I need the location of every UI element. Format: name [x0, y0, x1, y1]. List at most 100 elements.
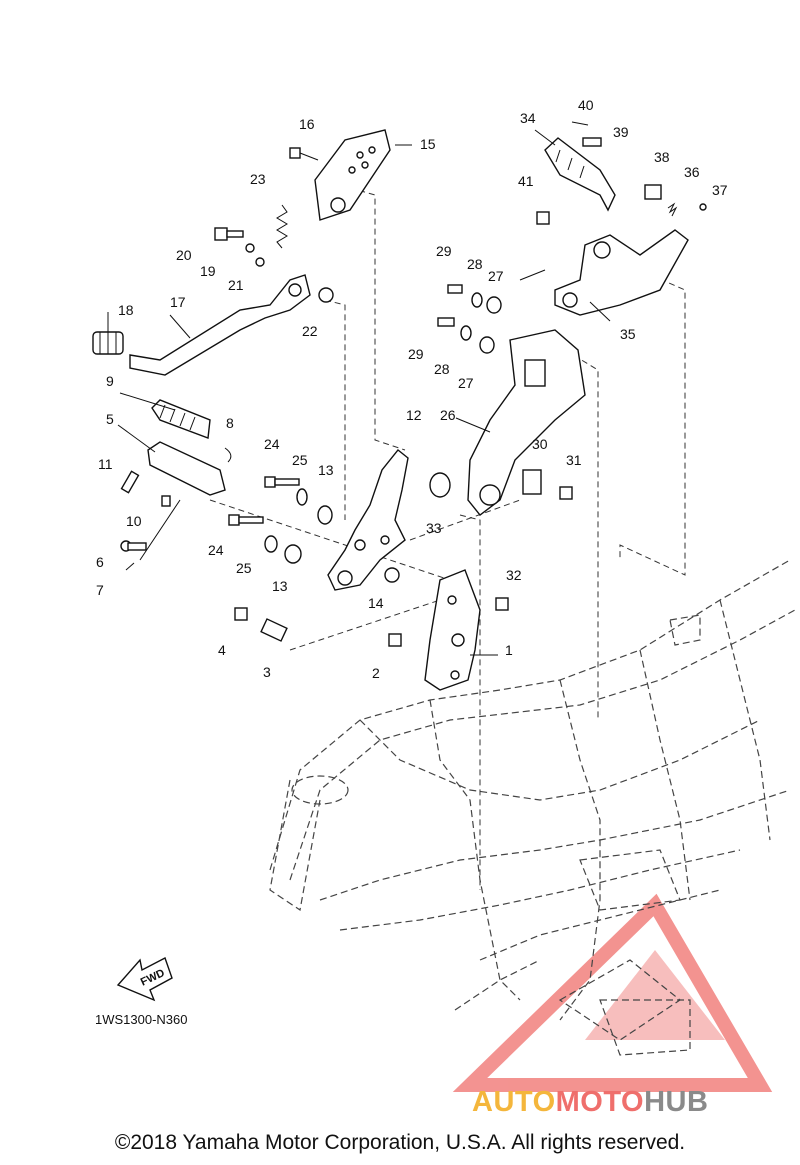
part-28-washer-upper — [471, 292, 483, 308]
part-35-footrest-bracket — [554, 229, 689, 316]
callout-35: 35 — [620, 326, 636, 342]
callout-32: 32 — [506, 567, 522, 583]
callout-9: 9 — [106, 373, 114, 389]
part-21-pin — [255, 257, 265, 267]
callout-15: 15 — [420, 136, 436, 152]
part-25-washer-lower — [264, 535, 278, 553]
callout-25b: 25 — [236, 560, 252, 576]
part-23-spring — [276, 204, 288, 249]
callout-23: 23 — [250, 171, 266, 187]
callout-3: 3 — [263, 664, 271, 680]
part-13-collar-upper — [317, 505, 333, 525]
part-37-ball — [699, 203, 707, 211]
callout-26: 26 — [440, 407, 456, 423]
part-32-bolt — [495, 597, 509, 611]
part-17-brake-pedal — [129, 274, 311, 376]
callout-5: 5 — [106, 411, 114, 427]
callout-17: 17 — [170, 294, 186, 310]
callout-20: 20 — [176, 247, 192, 263]
frame-assembly — [269, 559, 796, 1056]
part-27-bushing-upper — [486, 296, 502, 314]
part-1-plate — [424, 569, 481, 691]
callout-22: 22 — [302, 323, 318, 339]
part-7-cotter — [125, 562, 135, 571]
part-4-bolt — [234, 607, 248, 621]
part-34-footrest — [544, 137, 616, 212]
watermark-part-1: AUTO — [472, 1086, 556, 1118]
callout-36: 36 — [684, 164, 700, 180]
callout-leaders — [107, 129, 611, 656]
callout-29b: 29 — [408, 346, 424, 362]
callout-18: 18 — [118, 302, 134, 318]
part-39-pin — [582, 137, 602, 147]
callout-27b: 27 — [458, 375, 474, 391]
part-2-bolt — [388, 633, 402, 647]
part-27-bushing-lower — [479, 336, 495, 354]
part-25-washer-upper — [296, 488, 308, 506]
part-24-bolt-lower — [228, 514, 264, 526]
part-16-bolt — [289, 147, 319, 161]
callout-40: 40 — [578, 97, 594, 113]
callout-2: 2 — [372, 665, 380, 681]
callout-34: 34 — [520, 110, 536, 126]
callout-13a: 13 — [318, 462, 334, 478]
part-18-pedal-rubber — [92, 331, 124, 355]
part-6-pin — [120, 540, 147, 552]
callout-13b: 13 — [272, 578, 288, 594]
callout-25a: 25 — [292, 452, 308, 468]
part-33-damper — [429, 472, 451, 498]
callout-6: 6 — [96, 554, 104, 570]
part-36-spring — [667, 202, 678, 217]
part-28-washer-lower — [460, 325, 472, 341]
callout-29a: 29 — [436, 243, 452, 259]
part-40-cotter — [571, 121, 589, 126]
part-24-bolt-upper — [264, 476, 300, 488]
callout-16: 16 — [299, 116, 315, 132]
callout-8: 8 — [226, 415, 234, 431]
callout-28a: 28 — [467, 256, 483, 272]
part-13-collar-lower — [284, 544, 302, 564]
callout-24b: 24 — [208, 542, 224, 558]
part-31-bolt — [559, 486, 573, 500]
watermark-part-2: MOTO — [555, 1086, 645, 1118]
callout-38: 38 — [654, 149, 670, 165]
part-3-clamp — [260, 618, 288, 642]
callout-19: 19 — [200, 263, 216, 279]
part-38-plate — [644, 184, 662, 200]
part-41-bolt — [536, 211, 550, 225]
part-20-bolt — [214, 227, 244, 241]
callout-1: 1 — [505, 642, 513, 658]
copyright-text: ©2018 Yamaha Motor Corporation, U.S.A. A… — [114, 1131, 686, 1154]
callout-31: 31 — [566, 452, 582, 468]
callout-33: 33 — [426, 520, 442, 536]
callout-4: 4 — [218, 642, 226, 658]
fwd-arrow-icon: FWD — [116, 957, 173, 1002]
part-29-bolt-upper — [447, 284, 463, 294]
callout-24a: 24 — [264, 436, 280, 452]
watermark-logo — [452, 893, 773, 1092]
callout-37: 37 — [712, 182, 728, 198]
part-26-bracket — [467, 329, 586, 516]
watermark-part-3: HUB — [644, 1086, 709, 1118]
part-30-bracket — [522, 469, 542, 495]
part-15-plate — [314, 129, 391, 221]
part-19-washer — [245, 243, 255, 253]
callout-12: 12 — [406, 407, 422, 423]
part-8-clip — [224, 447, 232, 463]
callout-39: 39 — [613, 124, 629, 140]
part-10-bolt — [161, 495, 171, 507]
callout-30: 30 — [532, 436, 548, 452]
callout-14: 14 — [368, 595, 384, 611]
callout-labels: 1 2 3 4 5 6 7 8 9 10 11 12 13 13 14 15 1… — [96, 97, 728, 681]
callout-10: 10 — [126, 513, 142, 529]
callout-41: 41 — [518, 173, 534, 189]
part-5-footrest-bracket — [147, 441, 226, 496]
callout-7: 7 — [96, 582, 104, 598]
callout-21: 21 — [228, 277, 244, 293]
part-14-collar — [384, 567, 400, 583]
watermark-brand: AUTOMOTOHUB — [472, 1086, 708, 1119]
part-11-pin — [120, 470, 140, 494]
part-12-bracket — [327, 449, 409, 591]
